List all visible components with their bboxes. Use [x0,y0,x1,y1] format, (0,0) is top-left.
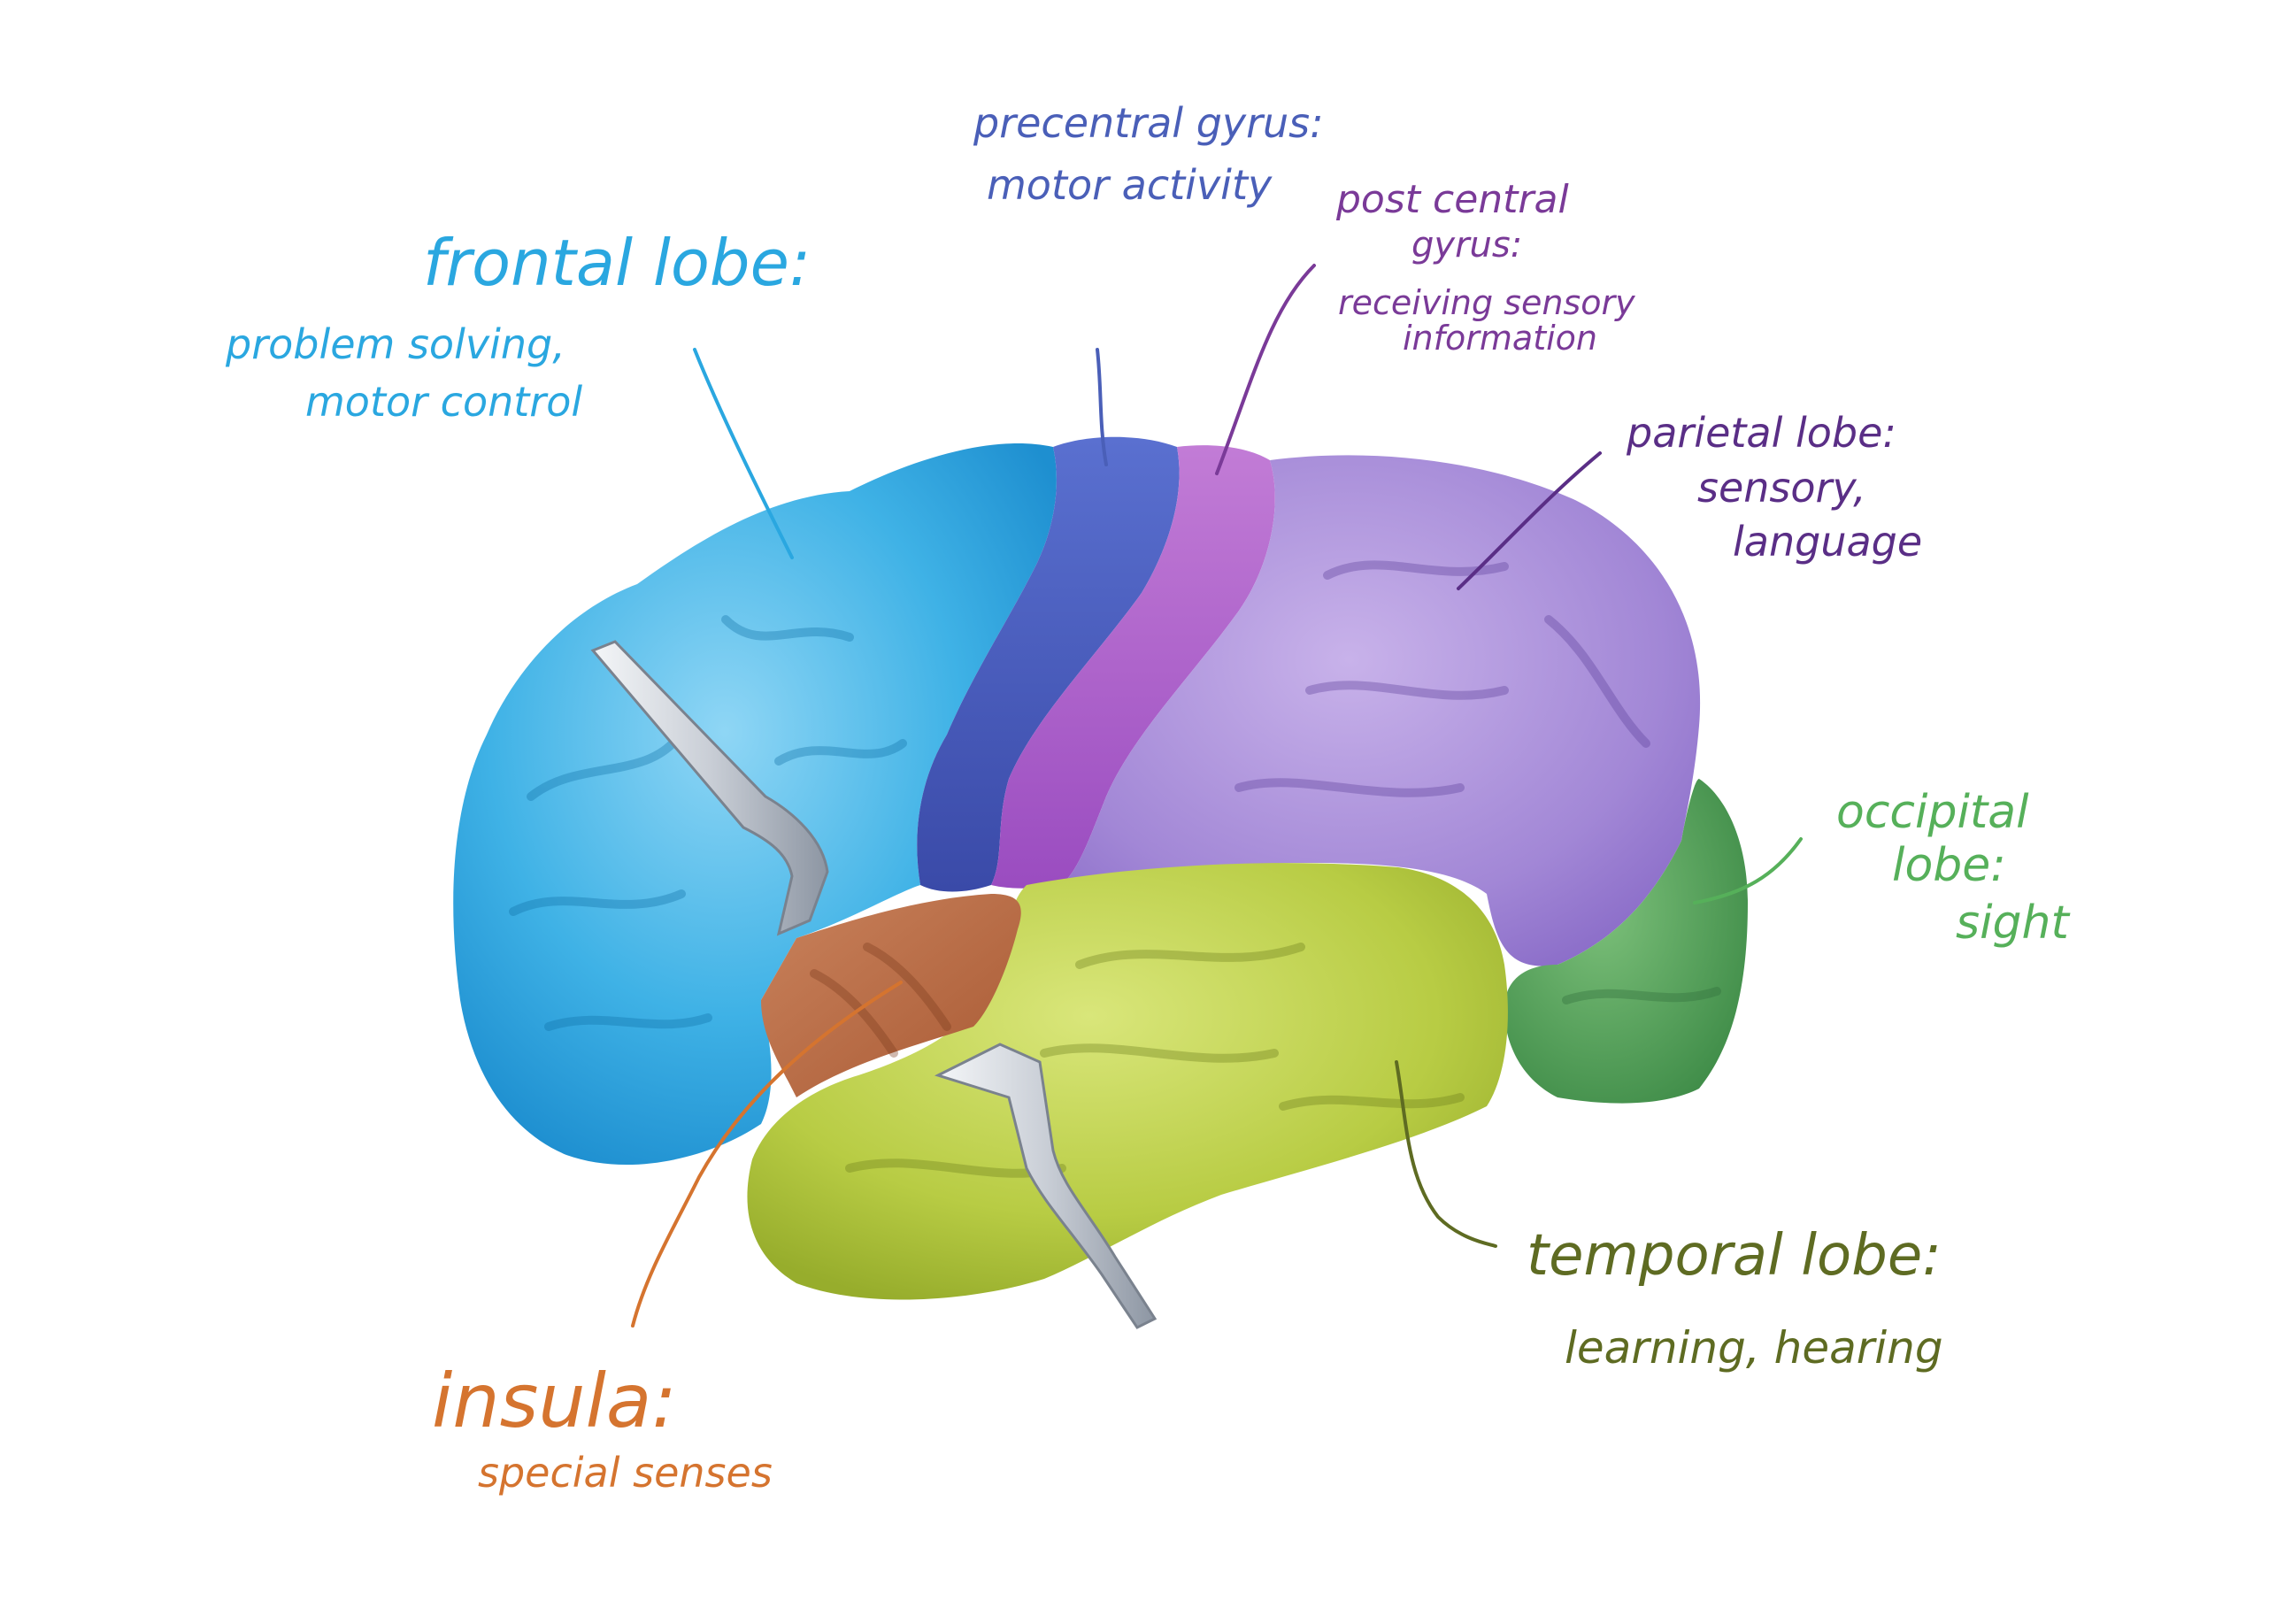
temporal-desc: learning, hearing [1565,1322,1943,1374]
insula-desc: special senses [478,1449,773,1497]
parietal-desc-line-1: sensory, [1697,464,1866,512]
precentral-gyrus-region [917,436,1180,892]
precentral-desc: motor activity [987,161,1273,209]
occipital-title-line-1: occipital [1836,786,2029,839]
insula-region [761,894,1021,1097]
occipital-title-line-2: lobe: [1892,839,2006,892]
temporal-leader [1395,1060,1497,1248]
precentral-title: precentral gyrus: [973,99,1324,147]
parietal-leader [1457,451,1602,590]
temporal-title: temporal lobe: [1527,1223,1942,1289]
upper-retractor [590,640,829,936]
postcentral-title-line-2: gyrus: [1411,225,1522,266]
occipital-leader [1693,837,1803,904]
frontal-desc-line-1: problem solving, [225,320,565,368]
parietal-desc-line-2: language [1733,518,1922,566]
occipital-desc: sight [1956,897,2071,950]
postcentral-title-line-1: post central [1335,177,1569,222]
parietal-title: parietal lobe: [1626,409,1896,457]
insula-title: insula: [432,1358,677,1444]
parietal-lobe-region [1062,455,1701,966]
postcentral-leader [1215,264,1316,475]
frontal-leader [693,348,794,559]
lower-retractor [935,1043,1158,1329]
postcentral-desc-line-1: receiving sensory [1338,283,1635,322]
occipital-lobe-region [1504,779,1748,1104]
retractor-pins [590,640,1158,1329]
postcentral-gyrus-region [991,445,1275,889]
insula-leader [631,981,903,1328]
precentral-leader [1096,348,1108,466]
frontal-desc-line-2: motor control [305,378,582,426]
frontal-title: frontal lobe: [423,226,811,300]
postcentral-desc-line-2: information [1403,319,1597,358]
leader-lines [631,264,1803,1328]
temporal-lobe-region [747,863,1508,1300]
